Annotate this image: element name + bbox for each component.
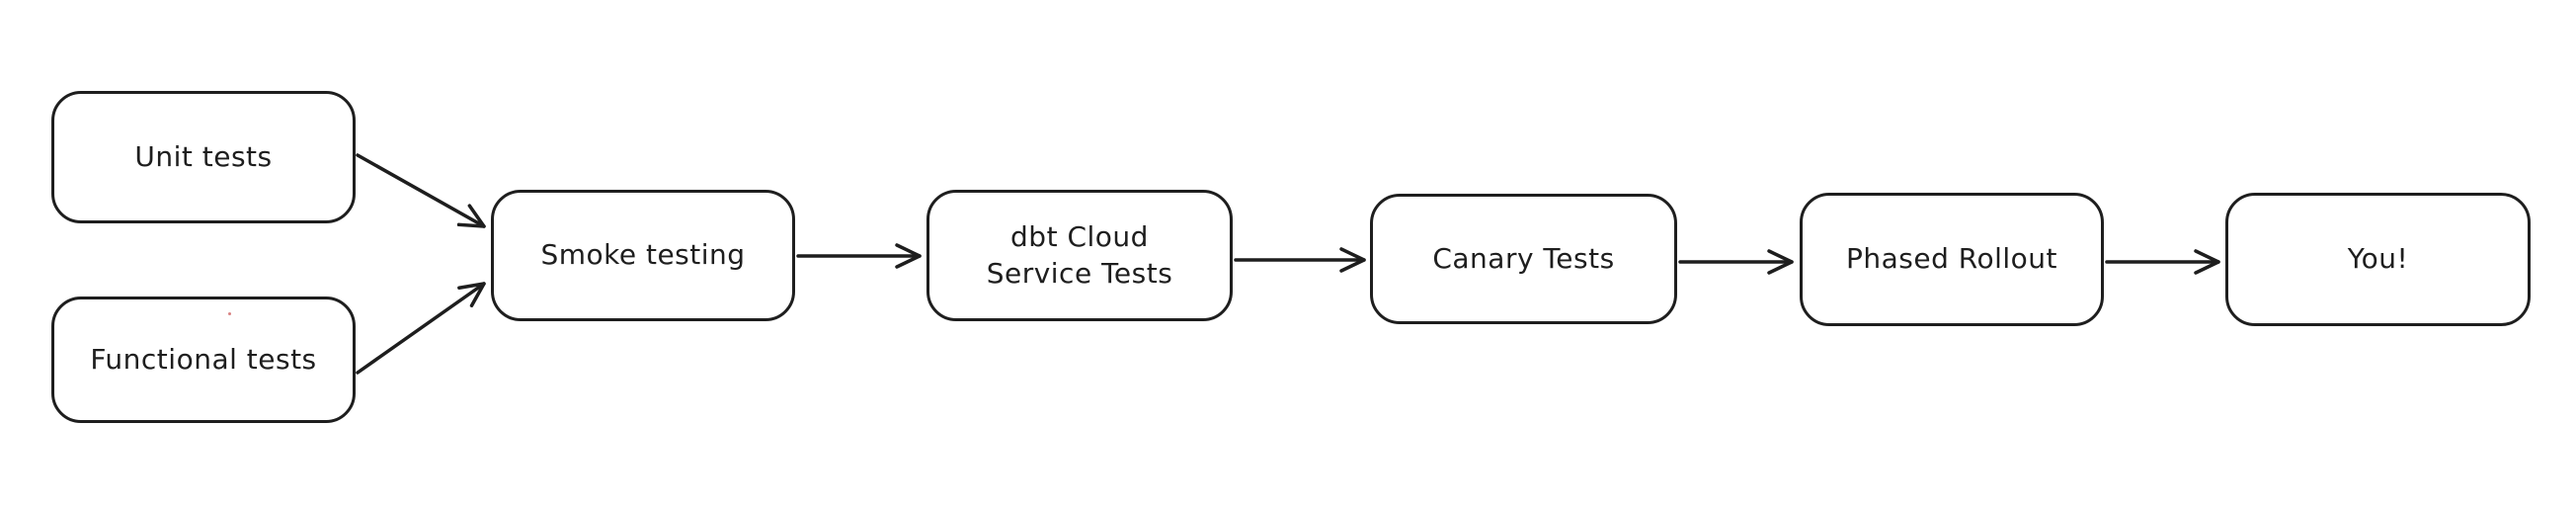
node-you: You!	[2225, 193, 2531, 326]
node-you-label: You!	[2347, 242, 2409, 276]
node-unit-tests: Unit tests	[51, 91, 356, 223]
node-functional-tests: Functional tests	[51, 297, 356, 423]
node-canary-tests-label: Canary Tests	[1432, 241, 1615, 275]
node-dbt-cloud-service-tests-label: dbt Cloud Service Tests	[986, 220, 1173, 290]
edge-unit-tests-to-smoke-testing	[356, 153, 486, 228]
node-canary-tests: Canary Tests	[1370, 194, 1677, 324]
node-unit-tests-label: Unit tests	[134, 139, 273, 173]
node-dbt-cloud-service-tests: dbt Cloud Service Tests	[926, 190, 1233, 321]
node-smoke-testing: Smoke testing	[491, 190, 795, 321]
red-dot-artifact	[228, 312, 231, 315]
edge-functional-tests-to-smoke-testing	[356, 282, 486, 375]
node-phased-rollout-label: Phased Rollout	[1845, 242, 2058, 276]
node-smoke-testing-label: Smoke testing	[540, 238, 746, 272]
node-phased-rollout: Phased Rollout	[1800, 193, 2104, 326]
node-functional-tests-label: Functional tests	[90, 342, 317, 376]
